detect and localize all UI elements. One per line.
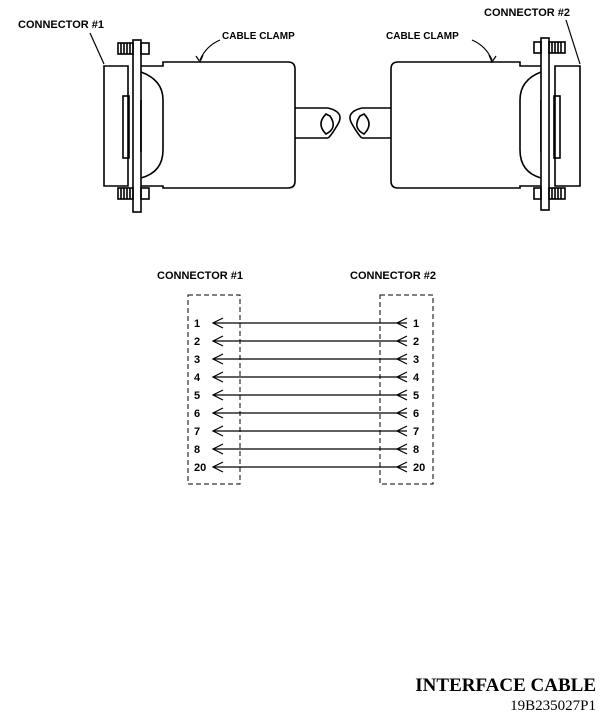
left-clamp-label: CABLE CLAMP xyxy=(222,31,295,42)
right-clamp-leader xyxy=(471,39,493,61)
right-top-screw-icon xyxy=(533,41,566,54)
right-clamp-label: CABLE CLAMP xyxy=(386,31,459,42)
left-pin-label: 6 xyxy=(194,408,200,420)
left-arrow-icon xyxy=(211,407,224,419)
left-arrow-icon xyxy=(211,335,224,347)
left-arrow-icon xyxy=(211,389,224,401)
caption-title: INTERFACE CABLE xyxy=(415,675,596,696)
right-pin-label: 1 xyxy=(413,318,419,330)
left-pin-label: 1 xyxy=(194,318,200,330)
right-arrow-icon xyxy=(395,443,408,455)
left-pin-window xyxy=(122,95,130,159)
right-pin-label: 7 xyxy=(413,426,419,438)
right-pin-label: 6 xyxy=(413,408,419,420)
left-pin-label: 4 xyxy=(194,372,201,384)
left-connector-assembly xyxy=(103,39,341,213)
right-pin-label: 3 xyxy=(413,354,419,366)
right-arrow-icon xyxy=(395,317,408,329)
left-pin-label: 2 xyxy=(194,336,200,348)
left-arrow-icon xyxy=(211,461,224,473)
left-arrow-icon xyxy=(211,443,224,455)
left-arrow-icon xyxy=(211,317,224,329)
left-arrow-icon xyxy=(211,353,224,365)
wiring-left-header: CONNECTOR #1 xyxy=(157,270,243,282)
left-arrow-icon xyxy=(211,371,224,383)
left-connector-shell xyxy=(103,65,129,187)
left-arrow-icon xyxy=(211,425,224,437)
left-cable-break xyxy=(320,107,341,139)
right-arrow-icon xyxy=(395,425,408,437)
right-pin-window xyxy=(553,95,561,159)
right-connector-leader xyxy=(565,19,581,65)
left-pin-label: 3 xyxy=(194,354,200,366)
right-connector-assembly xyxy=(349,37,581,211)
right-connector-label: CONNECTOR #2 xyxy=(484,7,570,19)
right-pin-label: 4 xyxy=(413,372,420,384)
left-pin-label: 5 xyxy=(194,390,200,402)
left-connector-leader xyxy=(89,32,105,65)
right-arrow-icon xyxy=(395,353,408,365)
right-arrow-icon xyxy=(395,407,408,419)
right-arrow-icon xyxy=(395,335,408,347)
left-connector-flange xyxy=(132,39,142,213)
right-pin-label: 2 xyxy=(413,336,419,348)
right-connector-flange xyxy=(540,37,550,211)
left-connector-label: CONNECTOR #1 xyxy=(18,19,104,31)
right-bottom-screw-icon xyxy=(533,187,566,200)
left-pin-label: 20 xyxy=(194,462,206,474)
right-arrow-icon xyxy=(395,371,408,383)
wiring-right-header: CONNECTOR #2 xyxy=(350,270,436,282)
right-connector-shell xyxy=(554,65,581,187)
right-cable-clamp xyxy=(390,61,541,189)
mechanical-labels: CONNECTOR #1 CABLE CLAMP CABLE CLAMP CON… xyxy=(18,7,581,65)
left-clamp-leader xyxy=(199,39,221,61)
right-cable-break xyxy=(349,107,370,139)
right-arrow-icon xyxy=(395,389,408,401)
right-pin-label: 20 xyxy=(413,462,425,474)
right-connector-outline xyxy=(379,294,434,485)
right-arrow-icon xyxy=(395,461,408,473)
left-pin-label: 7 xyxy=(194,426,200,438)
right-pin-label: 8 xyxy=(413,444,419,456)
right-pin-label: 5 xyxy=(413,390,419,402)
left-top-screw-icon xyxy=(117,42,150,55)
left-connector-outline xyxy=(187,294,241,485)
left-pin-label: 8 xyxy=(194,444,200,456)
caption-code: 19B235027P1 xyxy=(510,698,596,714)
left-bottom-screw-icon xyxy=(117,187,150,200)
left-cable-clamp xyxy=(141,61,296,189)
